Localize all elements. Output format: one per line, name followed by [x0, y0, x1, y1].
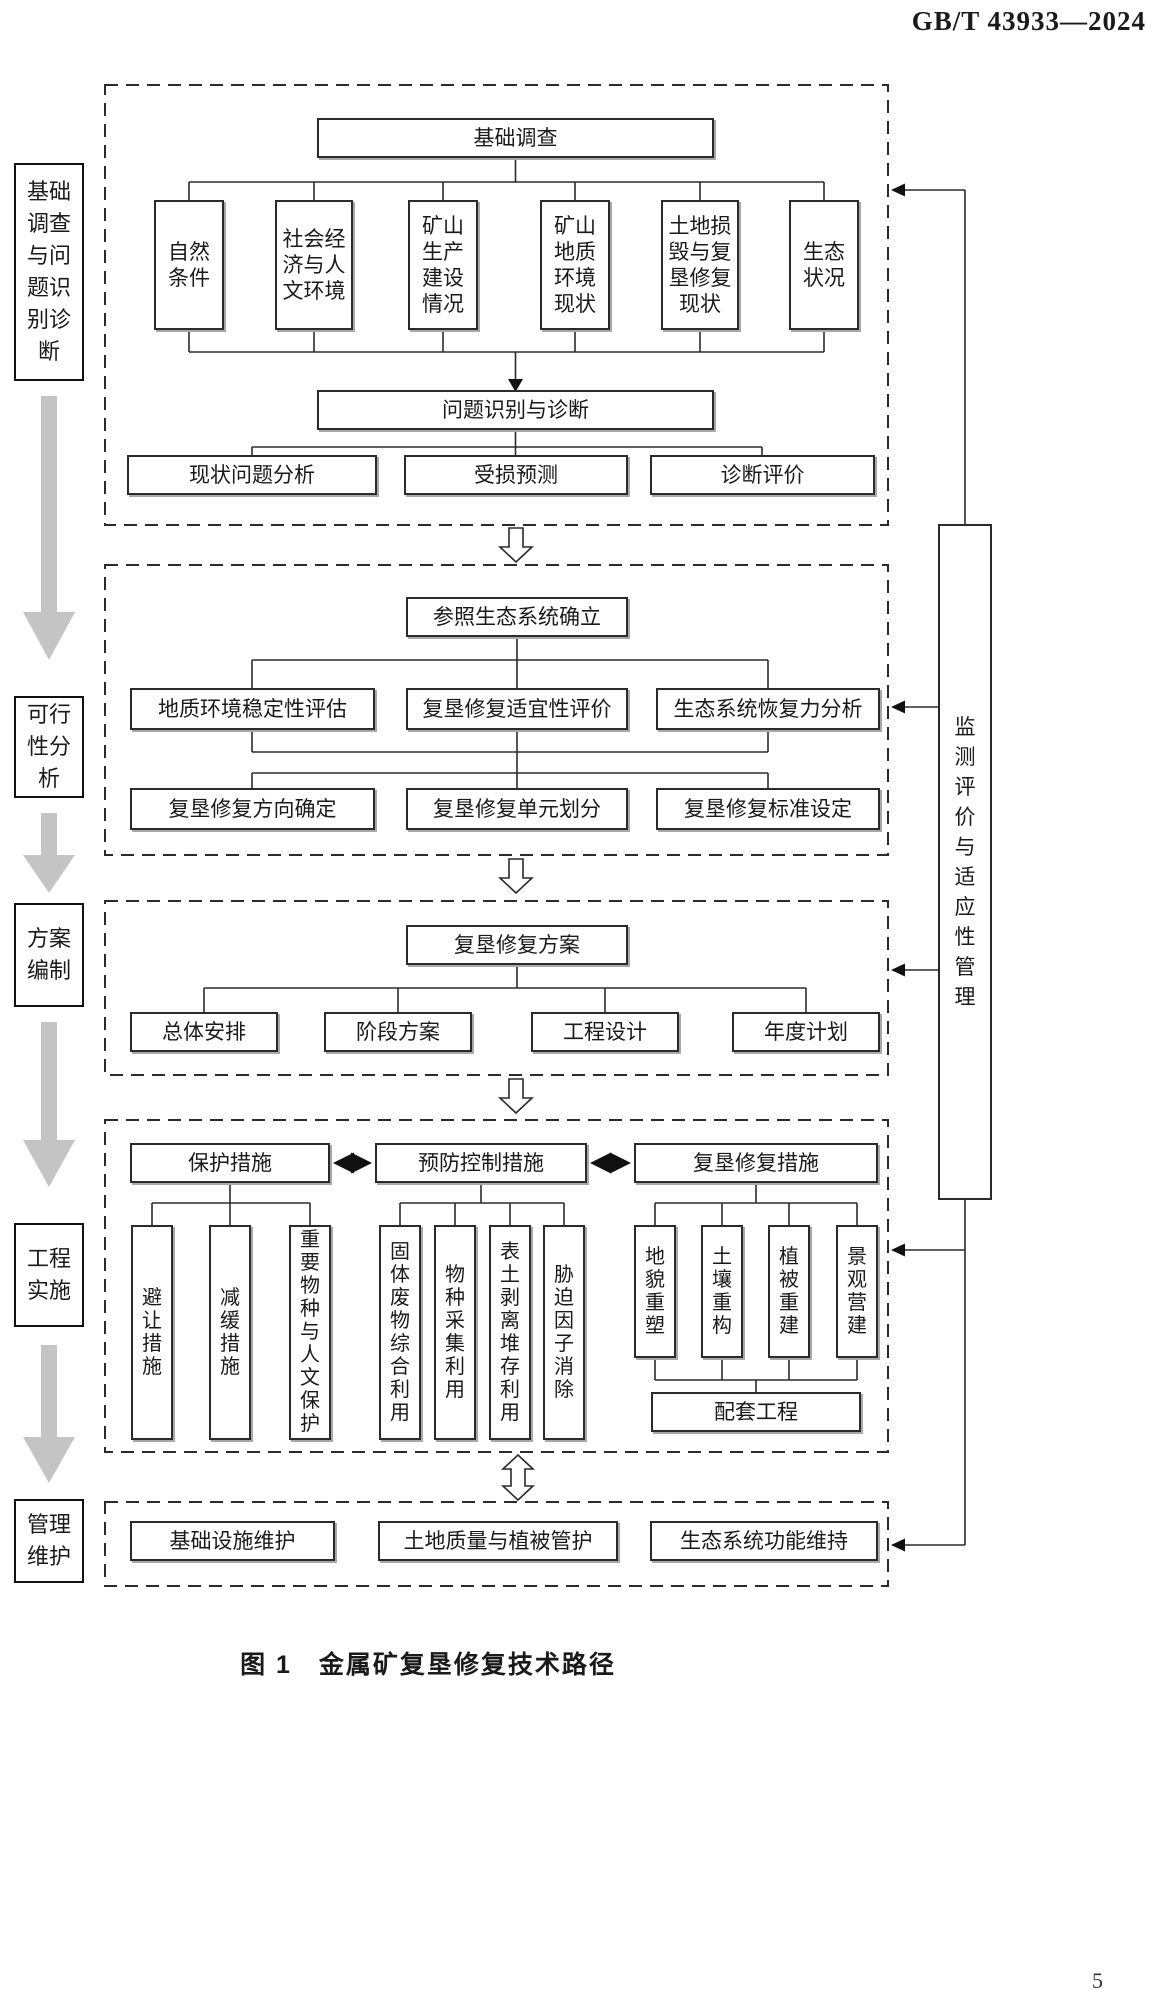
- prevention-control-header: 预防控制措施: [375, 1143, 587, 1183]
- phase-box-management: 管理维护: [14, 1499, 84, 1583]
- task-infrastructure-maintenance: 基础设施维护: [130, 1521, 335, 1561]
- phase-box-plan-compilation: 方案编制: [14, 903, 84, 1007]
- measure-mitigation: 减缓措施: [209, 1225, 251, 1440]
- section-borders: [104, 84, 889, 1587]
- arrowhead-down-diagnosis: [508, 379, 523, 392]
- plan-annual-plan: 年度计划: [732, 1012, 880, 1052]
- survey-item-ecological-status: 生态状况: [789, 200, 859, 330]
- measure-stress-factor-removal: 胁迫因子消除: [543, 1225, 585, 1440]
- survey-item-land-damage-status: 土地损毁与复垦修复现状: [661, 200, 739, 330]
- feedback-arrowhead-s4: [891, 1243, 905, 1257]
- basic-survey-box: 基础调查: [317, 118, 714, 158]
- plan-stage-scheme: 阶段方案: [324, 1012, 472, 1052]
- section-4-border: [104, 1119, 889, 1453]
- plan-engineering-design: 工程设计: [531, 1012, 679, 1052]
- output-current-problem-analysis: 现状问题分析: [127, 455, 377, 495]
- problem-identification-box: 问题识别与诊断: [317, 390, 714, 430]
- figure-caption: 图 1 金属矿复垦修复技术路径: [240, 1651, 616, 1679]
- measure-avoidance: 避让措施: [131, 1225, 173, 1440]
- supporting-works-box: 配套工程: [651, 1392, 861, 1432]
- feedback-arrowhead-s3: [891, 963, 905, 977]
- arrowheads: [508, 183, 905, 1552]
- measure-topsoil-stripping: 表土剥离堆存利用: [489, 1225, 531, 1440]
- measure-vegetation-rebuilding: 植被重建: [768, 1225, 810, 1358]
- measure-solid-waste-utilization: 固体废物综合利用: [379, 1225, 421, 1440]
- task-land-quality-vegetation-care: 土地质量与植被管护: [378, 1521, 618, 1561]
- measure-landscape-construction: 景观营建: [836, 1225, 878, 1358]
- phase-arrow-4: [23, 1345, 75, 1483]
- assessment-geological-stability: 地质环境稳定性评估: [130, 688, 375, 730]
- reclamation-plan-box: 复垦修复方案: [406, 925, 628, 965]
- plan-overall-arrangement: 总体安排: [130, 1012, 278, 1052]
- phase-arrow-2: [23, 813, 75, 893]
- measure-soil-reconstruction: 土壤重构: [701, 1225, 743, 1358]
- section-flow-arrows: [497, 527, 536, 1502]
- survey-item-geological-environment: 矿山地质环境现状: [540, 200, 610, 330]
- protection-measures-header: 保护措施: [130, 1143, 330, 1183]
- survey-item-socioeconomic: 社会经济与人文环境: [275, 200, 353, 330]
- section-arrow-3: [497, 1078, 535, 1115]
- assessment-ecosystem-resilience: 生态系统恢复力分析: [656, 688, 880, 730]
- section-5-border: [104, 1501, 889, 1587]
- assessment-reclamation-suitability: 复垦修复适宜性评价: [406, 688, 628, 730]
- phase-box-survey-diagnosis: 基础调查与问题识别诊断: [14, 163, 84, 381]
- section-3-border: [104, 900, 889, 1076]
- connector-lines: [151, 158, 966, 1546]
- survey-item-mine-production: 矿山生产建设情况: [408, 200, 478, 330]
- section-arrow-1: [497, 527, 535, 564]
- measure-landform-reshaping: 地貌重塑: [634, 1225, 676, 1358]
- reclamation-measures-header: 复垦修复措施: [634, 1143, 878, 1183]
- decision-direction: 复垦修复方向确定: [130, 788, 375, 830]
- feedback-arrowhead-s2: [891, 700, 905, 714]
- measure-species-collection: 物种采集利用: [434, 1225, 476, 1440]
- double-arrow-2-right: [610, 1152, 631, 1174]
- section-arrow-2: [497, 858, 535, 895]
- decision-unit-division: 复垦修复单元划分: [406, 788, 628, 830]
- decision-standard-setting: 复垦修复标准设定: [656, 788, 880, 830]
- section-1-border: [104, 84, 889, 526]
- output-damage-prediction: 受损预测: [404, 455, 628, 495]
- phase-box-feasibility: 可行性分析: [14, 696, 84, 798]
- section-2-border: [104, 564, 889, 856]
- page-number: 5: [1092, 1968, 1103, 1993]
- phase-flow-arrows: [23, 396, 75, 1483]
- phase-box-implementation: 工程实施: [14, 1223, 84, 1327]
- double-arrows: [333, 1152, 631, 1174]
- double-arrow-2-left: [590, 1152, 611, 1174]
- double-arrow-1-right: [351, 1152, 372, 1174]
- output-diagnosis-evaluation: 诊断评价: [650, 455, 875, 495]
- reference-ecosystem-box: 参照生态系统确立: [406, 597, 628, 637]
- standard-code-header: GB/T 43933—2024: [911, 6, 1146, 36]
- task-ecosystem-function-maintenance: 生态系统功能维持: [650, 1521, 878, 1561]
- double-arrow-1-left: [333, 1152, 354, 1174]
- measure-species-culture-protection: 重要物种与人文保护: [289, 1225, 331, 1440]
- feedback-arrowhead-s1: [891, 183, 905, 197]
- section-arrow-4-updown: [500, 1453, 536, 1502]
- phase-arrow-1: [23, 396, 75, 660]
- monitoring-adaptive-management-box: 监测评价与适应性管理: [938, 524, 992, 1200]
- phase-arrow-3: [23, 1022, 75, 1187]
- feedback-arrowhead-s5: [891, 1538, 905, 1552]
- survey-item-natural-conditions: 自然条件: [154, 200, 224, 330]
